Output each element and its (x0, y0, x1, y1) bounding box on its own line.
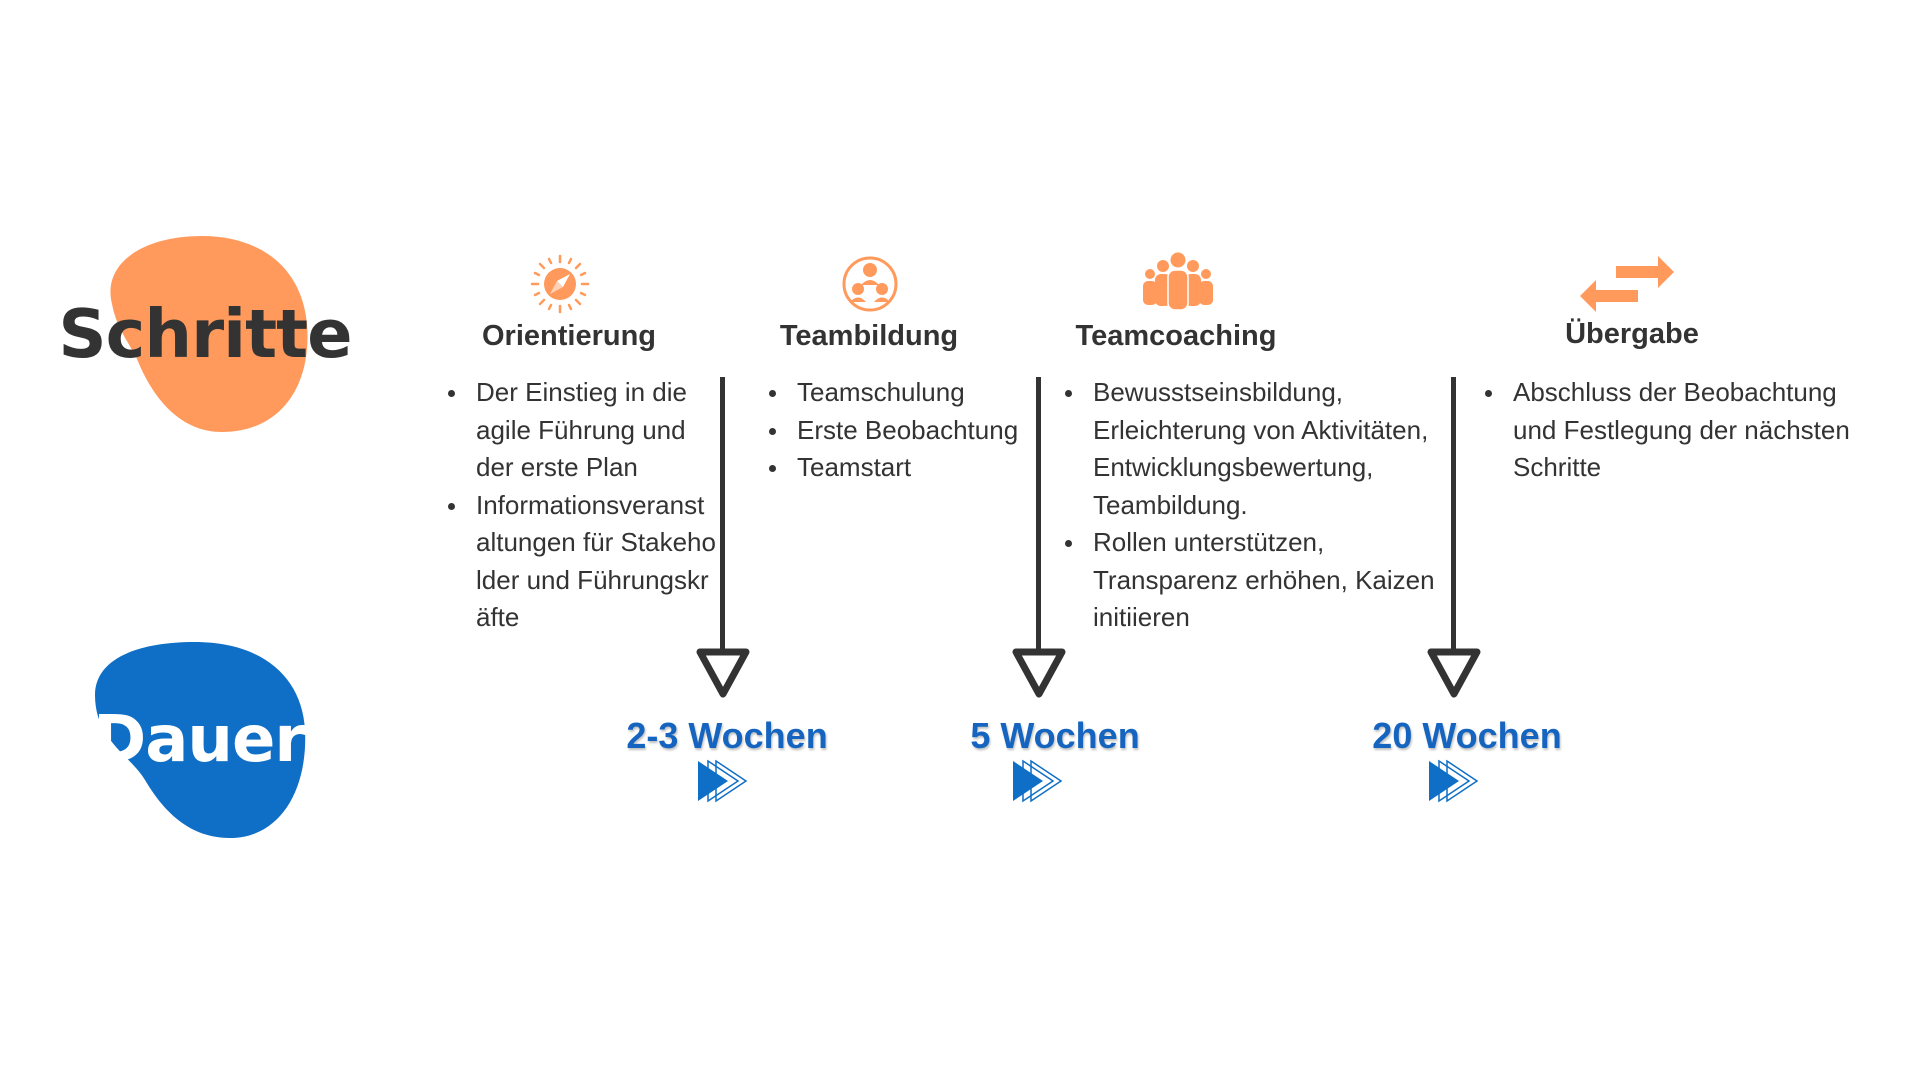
dauer-blob-shape (95, 642, 306, 838)
schritte-blob: Schritte (58, 234, 353, 434)
timeline-arrowhead (1427, 648, 1481, 698)
duration-label: 5 Wochen (970, 715, 1140, 756)
list-item: Teamstart (767, 449, 1047, 487)
list-item: Abschluss der Beobachtung und Festlegung… (1483, 374, 1883, 487)
fast-forward-icon (1429, 759, 1479, 803)
timeline-arrowhead (696, 648, 750, 698)
timeline-line (720, 377, 725, 655)
compass-icon (530, 254, 590, 314)
step-title-teamcoaching: Teamcoaching (1075, 320, 1277, 352)
timeline-line (1451, 377, 1456, 655)
step-list-teambildung: Teamschulung Erste Beobachtung Teamstart (767, 374, 1047, 487)
schritte-blob-shape (110, 236, 308, 432)
exchange-arrows-icon (1578, 254, 1676, 314)
step-list-teamcoaching: Bewusstseinsbildung, Erleichterung von A… (1063, 374, 1443, 637)
step-title-orientierung: Orientierung (481, 320, 656, 352)
fast-forward-icon (698, 759, 748, 803)
list-item: Rollen unterstützen, Transparenz erhöhen… (1063, 524, 1443, 637)
schritte-label: Schritte (58, 295, 352, 373)
list-item: Teamschulung (767, 374, 1047, 412)
step-list-uebergabe: Abschluss der Beobachtung und Festlegung… (1483, 374, 1883, 487)
step-list-orientierung: Der Einstieg in die agile Führung und de… (446, 374, 716, 637)
group-people-icon (1140, 252, 1216, 314)
timeline-line (1036, 377, 1041, 655)
step-title-uebergabe: Übergabe (1565, 318, 1699, 350)
dauer-label: Dauer (93, 703, 306, 777)
dauer-blob: Dauer (90, 640, 308, 840)
duration-label: 2-3 Wochen (626, 715, 828, 756)
timeline-arrowhead (1012, 648, 1066, 698)
list-item: Bewusstseinsbildung, Erleichterung von A… (1063, 374, 1443, 524)
list-item: Erste Beobachtung (767, 412, 1047, 450)
step-title-teambildung: Teambildung (779, 320, 959, 352)
fast-forward-icon (1013, 759, 1063, 803)
team-network-icon (841, 255, 899, 313)
duration-label: 20 Wochen (1372, 715, 1562, 756)
list-item: Informationsveranstaltungen für Stakehol… (446, 487, 716, 637)
list-item: Der Einstieg in die agile Führung und de… (446, 374, 716, 487)
